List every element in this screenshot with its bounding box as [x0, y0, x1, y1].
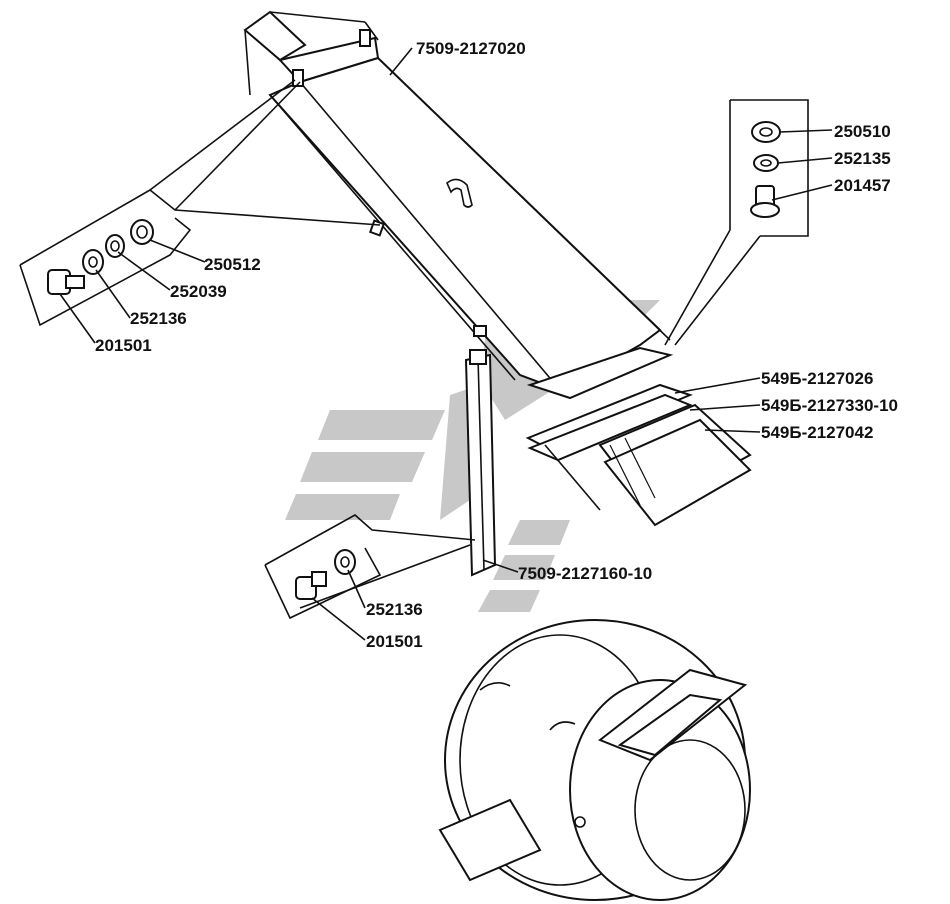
fastener-callout-bottom — [264, 514, 476, 620]
air-duct — [243, 10, 674, 400]
blower-housing — [438, 619, 751, 901]
label-washer-left-2: 252136 — [130, 309, 187, 328]
label-strut: 7509-2127160-10 — [518, 564, 652, 583]
label-bolt-left: 201501 — [95, 336, 152, 355]
label-nut-left: 250512 — [204, 255, 261, 274]
label-nut-top: 250510 — [834, 122, 891, 141]
label-gasket-3: 549Б-2127042 — [761, 423, 873, 442]
watermark-logo — [285, 300, 660, 612]
gasket-stack — [525, 383, 752, 527]
label-gasket-1: 549Б-2127026 — [761, 369, 873, 388]
part-labels: 7509-2127020 250510 252135 201457 250512… — [95, 39, 898, 651]
label-washer-left-1: 252039 — [170, 282, 227, 301]
fastener-callout-top-right — [664, 99, 809, 346]
fastener-callout-left — [19, 79, 381, 327]
leader-lines — [59, 47, 833, 641]
label-washer-bottom: 252136 — [366, 600, 423, 619]
label-duct: 7509-2127020 — [416, 39, 526, 58]
label-bolt-top: 201457 — [834, 176, 891, 195]
label-bolt-bottom: 201501 — [366, 632, 423, 651]
support-strut — [464, 349, 497, 577]
label-washer-top: 252135 — [834, 149, 891, 168]
label-gasket-2: 549Б-2127330-10 — [761, 396, 898, 415]
